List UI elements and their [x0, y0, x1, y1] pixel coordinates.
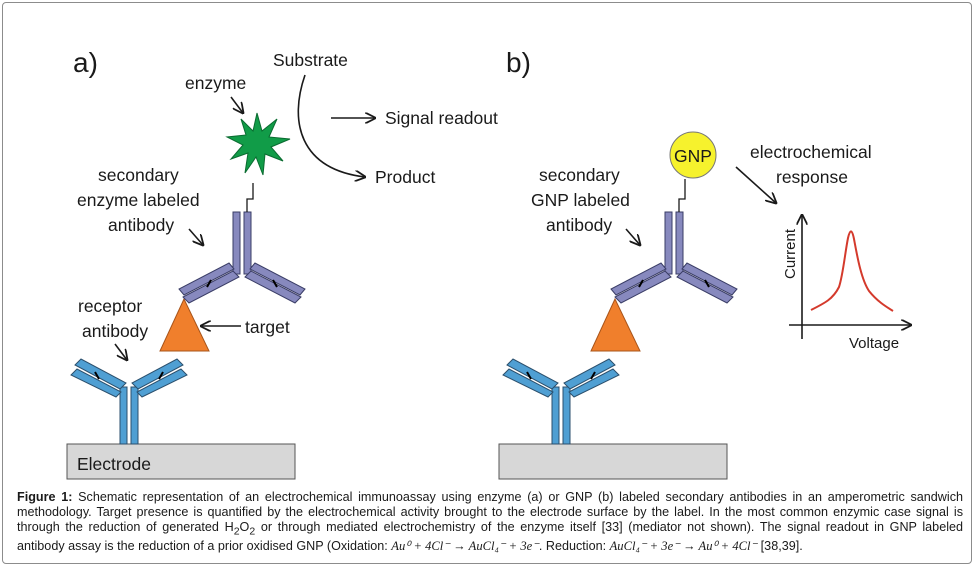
reduction-equation: AuCl₄⁻ + 3e⁻ → Au⁰ + 4Cl⁻: [609, 538, 758, 553]
target-triangle-b: [590, 297, 641, 352]
gnp-label: GNP: [674, 146, 712, 166]
target-label: target: [245, 317, 290, 337]
receptor-antibody-b: [502, 358, 620, 445]
secondary-enzyme-label-1: secondary: [98, 165, 179, 185]
diagram: a) Electrode enzyme Substrate S: [66, 47, 973, 480]
receptor-label-2: antibody: [82, 321, 148, 341]
receptor-antibody-a: [70, 358, 188, 445]
secondary-gnp-label-3: antibody: [546, 215, 612, 235]
response-curve: [810, 230, 894, 312]
electrode-b: [498, 443, 728, 480]
secondary-gnp-label-2: GNP labeled: [531, 190, 630, 210]
electrochemical-label-1: electrochemical: [750, 142, 872, 162]
electrode-a: [66, 443, 296, 480]
figure-caption: Figure 1: Schematic representation of an…: [17, 490, 963, 554]
substrate-label: Substrate: [273, 50, 348, 70]
oxidation-equation: Au⁰ + 4Cl⁻ → AuCl₄⁻ + 3e⁻: [391, 538, 539, 553]
caption-prefix: Figure 1:: [17, 490, 73, 504]
panel-b-label: b): [506, 47, 531, 78]
electrochemical-label-2: response: [776, 167, 848, 187]
secondary-antibody-a: [178, 211, 306, 304]
current-axis-label: Current: [782, 228, 799, 279]
voltage-axis-label: Voltage: [849, 335, 899, 352]
caption-text-1: Schematic representation of an electroch…: [17, 490, 963, 534]
product-label: Product: [375, 167, 435, 187]
caption-sub-1: 2: [233, 525, 240, 538]
enzyme-label: enzyme: [185, 73, 246, 93]
caption-text-1b: O: [239, 519, 250, 534]
secondary-enzyme-label-3: antibody: [108, 215, 174, 235]
caption-text-2: or through mediated electrochemistry of …: [17, 519, 963, 553]
target-triangle-a: [159, 297, 210, 352]
caption-sub-2: 2: [249, 525, 256, 538]
secondary-enzyme-label-2: enzyme labeled: [77, 190, 200, 210]
secondary-antibody-b: [610, 211, 738, 304]
signal-readout-label: Signal readout: [385, 108, 498, 128]
panel-a-label: a): [73, 47, 98, 78]
secondary-gnp-label-1: secondary: [539, 165, 620, 185]
electrode-label: Electrode: [77, 454, 151, 474]
voltammogram-plot: Current Voltage: [782, 215, 911, 352]
caption-text-3: . Reduction:: [538, 538, 610, 553]
gnp-circle-icon: [669, 131, 717, 179]
enzyme-star-icon: [225, 112, 291, 176]
receptor-label-1: receptor: [78, 296, 142, 316]
caption-text-4: [38,39].: [757, 538, 803, 553]
